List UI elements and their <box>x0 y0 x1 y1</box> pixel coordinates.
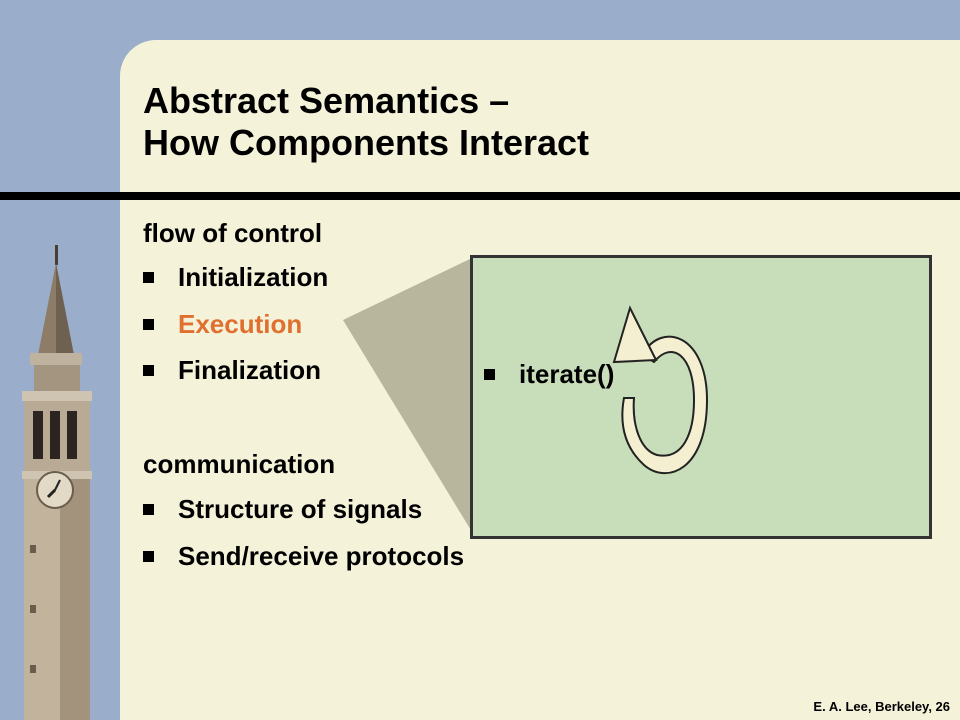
bullet-execution: Execution <box>143 309 302 340</box>
bullet-send-receive-protocols: Send/receive protocols <box>143 541 464 572</box>
bullet-text: Send/receive protocols <box>178 541 465 571</box>
title-line-2: How Components Interact <box>143 122 590 163</box>
bullet-square-icon <box>484 369 495 380</box>
bullet-structure-of-signals: Structure of signals <box>143 494 422 525</box>
bullet-initialization: Initialization <box>143 262 328 293</box>
bullet-finalization: Finalization <box>143 355 321 386</box>
section-heading-communication: communication <box>143 449 336 479</box>
bullet-square-icon <box>143 365 154 376</box>
loop-arrow-icon <box>612 305 709 475</box>
bullet-square-icon <box>143 551 154 562</box>
callout-label: iterate() <box>519 359 615 389</box>
bullet-square-icon <box>143 272 154 283</box>
bullet-square-icon <box>143 504 154 515</box>
bullet-text: Finalization <box>178 355 321 385</box>
title-divider <box>0 192 960 200</box>
bullet-square-icon <box>143 319 154 330</box>
title-line-1: Abstract Semantics – <box>143 80 510 121</box>
callout-bullet-iterate: iterate() <box>484 359 614 390</box>
bullet-text: Execution <box>178 309 303 339</box>
bullet-text: Structure of signals <box>178 494 423 524</box>
slide-footer: E. A. Lee, Berkeley, 26 <box>813 699 950 714</box>
slide-title: Abstract Semantics – How Components Inte… <box>143 80 589 164</box>
section-heading-flow-of-control: flow of control <box>143 218 323 248</box>
bullet-text: Initialization <box>178 262 329 292</box>
campanile-tower-image <box>22 245 92 720</box>
